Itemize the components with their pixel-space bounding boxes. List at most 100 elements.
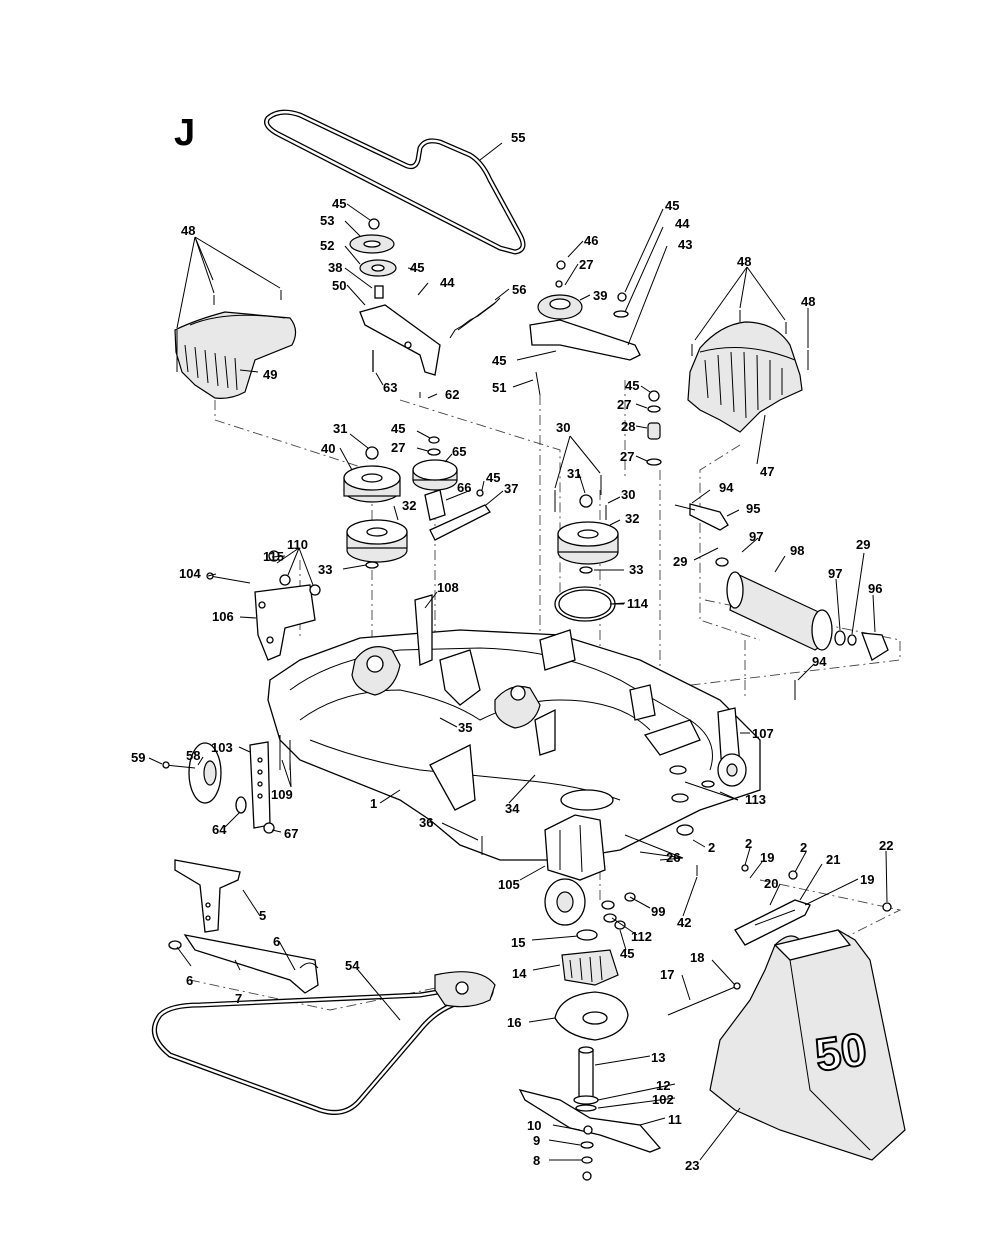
part-label-103: 103 (211, 740, 233, 755)
part-label-45: 45 (410, 260, 424, 275)
part-label-44: 44 (675, 216, 690, 231)
part-label-112: 112 (631, 929, 652, 944)
part-label-98: 98 (790, 543, 804, 558)
lower-drive-belt (151, 982, 494, 1115)
part-label-97: 97 (749, 529, 763, 544)
part-label-52: 52 (320, 238, 334, 253)
part-label-14: 14 (512, 966, 527, 981)
part-label-30: 30 (556, 420, 570, 435)
part-label-45: 45 (492, 353, 506, 368)
part-label-56: 56 (512, 282, 526, 297)
part-label-15: 15 (511, 935, 525, 950)
part-label-27: 27 (579, 257, 593, 272)
part-label-13: 13 (651, 1050, 665, 1065)
part-label-65: 65 (452, 444, 466, 459)
chute-hinge-rod (734, 864, 892, 946)
small-spring (535, 371, 541, 396)
part-label-45: 45 (665, 198, 679, 213)
part-label-94: 94 (812, 654, 827, 669)
part-label-64: 64 (212, 822, 227, 837)
part-label-39: 39 (593, 288, 607, 303)
part-label-19: 19 (760, 850, 774, 865)
part-label-37: 37 (504, 481, 518, 496)
part-label-31: 31 (567, 466, 581, 481)
part-label-5: 5 (259, 908, 266, 923)
part-label-48: 48 (737, 254, 751, 269)
part-label-95: 95 (746, 501, 760, 516)
engine-clutch-pulley (434, 971, 496, 1008)
idler-pulley-center (412, 436, 491, 541)
part-label-22: 22 (879, 838, 893, 853)
part-label-2: 2 (800, 840, 807, 855)
left-bracket (206, 550, 321, 661)
part-label-45: 45 (486, 470, 500, 485)
part-label-27: 27 (391, 440, 405, 455)
part-label-66: 66 (457, 480, 471, 495)
part-label-62: 62 (445, 387, 459, 402)
section-letter: J (174, 112, 195, 154)
part-label-32: 32 (625, 511, 639, 526)
left-gauge-wheel (162, 735, 291, 834)
spacer-stack-right (646, 390, 662, 466)
part-label-43: 43 (678, 237, 692, 252)
part-label-2: 2 (708, 840, 715, 855)
part-label-58: 58 (186, 748, 200, 763)
part-label-110: 110 (287, 537, 308, 552)
part-label-19: 19 (860, 872, 874, 887)
part-label-36: 36 (419, 815, 433, 830)
part-label-48: 48 (801, 294, 815, 309)
part-label-6: 6 (186, 973, 193, 988)
part-label-104: 104 (179, 566, 201, 581)
discharge-chute: 50 (667, 929, 906, 1161)
part-label-50: 50 (332, 278, 346, 293)
part-label-9: 9 (533, 1133, 540, 1148)
spindle-shaft-blade (518, 1046, 662, 1181)
left-belt-cover (174, 311, 297, 399)
part-label-29: 29 (856, 537, 870, 552)
part-label-23: 23 (685, 1158, 699, 1173)
part-label-33: 33 (629, 562, 643, 577)
part-label-63: 63 (383, 380, 397, 395)
right-bracket-wheel (717, 707, 747, 787)
part-label-10: 10 (527, 1118, 541, 1133)
part-label-35: 35 (458, 720, 472, 735)
part-label-21: 21 (826, 852, 840, 867)
part-label-115: 115 (263, 549, 284, 564)
leader-lines (148, 142, 888, 1161)
part-label-2: 2 (745, 836, 752, 851)
part-label-102: 102 (652, 1092, 674, 1107)
part-label-46: 46 (584, 233, 598, 248)
part-label-27: 27 (617, 397, 631, 412)
upper-drive-belt (264, 109, 526, 255)
part-label-55: 55 (511, 130, 525, 145)
part-label-30: 30 (621, 487, 635, 502)
part-label-109: 109 (271, 787, 293, 802)
tension-spring (449, 297, 501, 339)
part-label-53: 53 (320, 213, 334, 228)
part-label-67: 67 (284, 826, 298, 841)
part-label-27: 27 (620, 449, 634, 464)
part-label-7: 7 (235, 991, 242, 1006)
blade-spindle-assembly (554, 892, 636, 1041)
part-label-33: 33 (318, 562, 332, 577)
fasteners (176, 290, 809, 876)
pulley-stack-left (343, 446, 408, 569)
part-label-113: 113 (745, 792, 766, 807)
right-belt-cover (687, 321, 803, 433)
part-label-54: 54 (345, 958, 360, 973)
part-label-6: 6 (273, 934, 280, 949)
idler-bracket-left (349, 218, 441, 376)
part-label-26: 26 (666, 850, 680, 865)
part-label-49: 49 (263, 367, 277, 382)
part-label-42: 42 (677, 915, 691, 930)
part-label-34: 34 (505, 801, 520, 816)
part-label-99: 99 (651, 904, 665, 919)
part-label-45: 45 (625, 378, 639, 393)
part-label-20: 20 (764, 876, 778, 891)
part-label-107: 107 (752, 726, 774, 741)
part-label-47: 47 (760, 464, 774, 479)
part-label-28: 28 (621, 419, 635, 434)
deck-size-decal: 50 (812, 1023, 870, 1082)
part-label-12: 12 (656, 1078, 670, 1093)
